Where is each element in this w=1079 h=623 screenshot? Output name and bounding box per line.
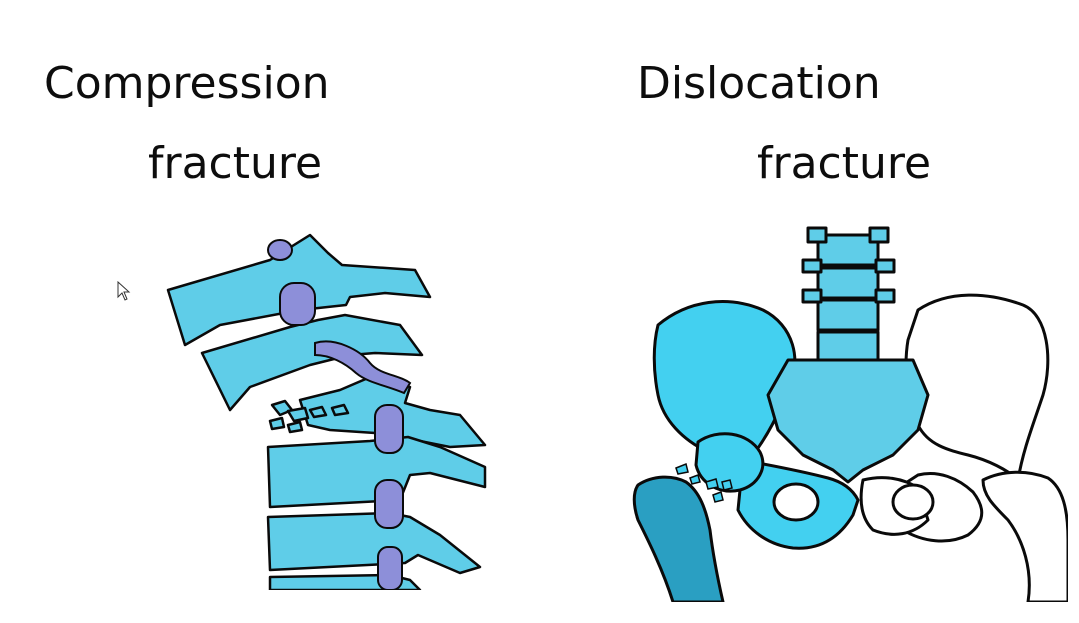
compression-title-line2: fracture [148, 138, 323, 189]
vertebral-compression-fracture-illustration [166, 233, 487, 590]
compression-title-line1: Compression [44, 58, 330, 109]
hip-dislocation-fracture-illustration [632, 226, 1068, 602]
dislocation-title-line1: Dislocation [637, 58, 881, 109]
mouse-cursor-icon [117, 281, 131, 301]
dislocation-title-line2: fracture [757, 138, 932, 189]
